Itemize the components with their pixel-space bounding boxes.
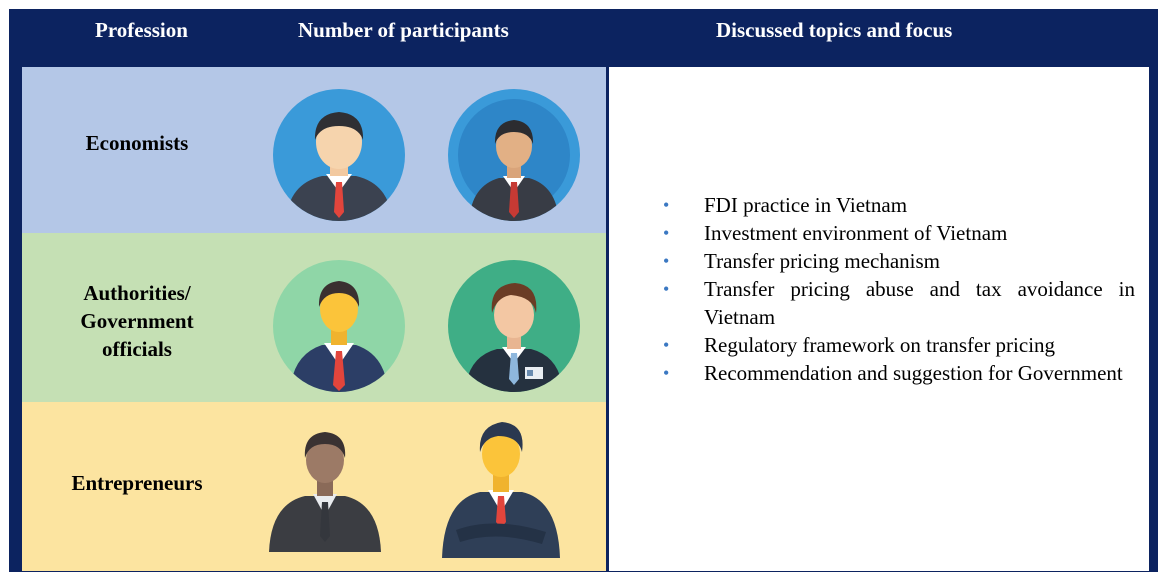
list-item: •Transfer pricing abuse and tax avoidanc… — [663, 277, 1135, 329]
header-topics: Discussed topics and focus — [716, 18, 953, 42]
row-label: Entrepreneurs — [71, 471, 203, 495]
entrepreneur-icon — [269, 432, 381, 552]
bullet-icon: • — [663, 279, 670, 299]
bullet-icon: • — [663, 195, 670, 215]
businessman-icon — [273, 89, 405, 221]
list-item: •Transfer pricing mechanism — [663, 249, 941, 273]
row-label: Authorities/ Government officials — [80, 281, 194, 361]
bullet-icon: • — [663, 223, 670, 243]
topics-panel: •FDI practice in Vietnam •Investment env… — [609, 67, 1149, 571]
official-icon — [273, 260, 405, 392]
row-economists: Economists — [22, 67, 606, 233]
row-label: Economists — [85, 131, 189, 155]
bullet-icon: • — [663, 251, 670, 271]
header-profession: Profession — [95, 18, 188, 42]
list-item: •Investment environment of Vietnam — [663, 221, 1008, 245]
official-with-badge-icon — [448, 260, 580, 392]
topic-list: •FDI practice in Vietnam •Investment env… — [661, 191, 1135, 387]
bullet-icon: • — [663, 363, 670, 383]
list-item: •FDI practice in Vietnam — [663, 193, 908, 217]
businessman-icon — [448, 89, 580, 221]
row-authorities: Authorities/ Government officials — [22, 233, 606, 402]
header-participants: Number of participants — [298, 18, 509, 42]
entrepreneur-arms-crossed-icon — [442, 422, 560, 558]
list-item: •Regulatory framework on transfer pricin… — [663, 333, 1056, 357]
list-item: •Recommendation and suggestion for Gover… — [663, 361, 1123, 385]
row-entrepreneurs: Entrepreneurs — [22, 402, 606, 571]
bullet-icon: • — [663, 335, 670, 355]
